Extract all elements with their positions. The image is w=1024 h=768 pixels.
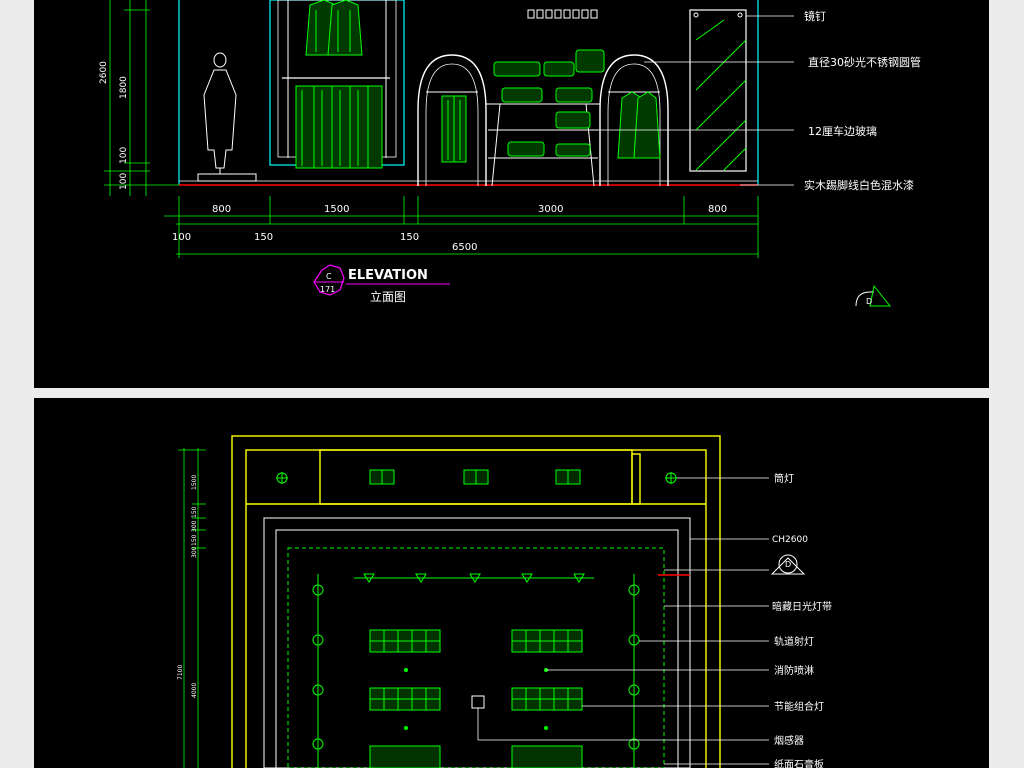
callout-combo-light: 节能组合灯 [774,700,824,713]
tag-letter: C [326,272,332,281]
dim-1800: 1800 [119,76,129,99]
dim-800-right: 800 [708,204,727,215]
plan-dim-300-a: 300 [191,520,198,532]
plan-walls [231,435,721,768]
callout-light-strip: 暗藏日光灯带 [772,600,832,613]
concealed-light-strip [287,547,665,768]
section-letter-plan: D [785,560,791,569]
callout-downlight: 筒灯 [774,472,794,485]
callout-glass: 12厘车边玻璃 [808,124,877,138]
sprinklers [404,668,548,730]
callout-track-spot: 轨道射灯 [774,635,814,648]
dim-2600: 2600 [99,61,109,84]
plan-dim-150-b: 150 [191,534,198,546]
callout-leaders [578,15,794,186]
energy-saving-lights [369,629,583,768]
dim-100-bottom: 100 [172,232,191,243]
garments-arch-right [617,91,661,159]
plan-callout-leaders [477,477,769,765]
elevation-title: ELEVATION [348,268,428,283]
arch-left [417,54,487,186]
elevation-drawing: 镜钉 直径30砂光不锈钢圆管 12厘车边玻璃 实木踢脚线白色混水漆 2600 1… [99,0,921,307]
elevation-panel: 镜钉 直径30砂光不锈钢圆管 12厘车边玻璃 实木踢脚线白色混水漆 2600 1… [34,0,989,388]
ceiling-plan-drawing: D 筒灯 CH2600 暗藏日光灯带 轨道射灯 消防喷淋 节能组合灯 烟感器 纸… [177,435,832,768]
folded-clothes [493,49,605,157]
plan-dim-7100: 7100 [177,665,184,680]
dim-800-left: 800 [212,204,231,215]
dim-total-6500: 6500 [452,242,477,253]
garments-upper [305,0,363,56]
track-spotlights [312,573,640,768]
plan-dim-150-a: 150 [191,506,198,518]
dim-3000: 3000 [538,204,563,215]
callout-mirror-nail: 镜钉 [804,9,826,23]
callout-steel-tube: 直径30砂光不锈钢圆管 [808,55,921,69]
plan-vertical-dimensions [178,448,206,768]
grille-lights-top [369,469,581,485]
dim-150-a: 150 [254,232,273,243]
section-letter-top: D [866,297,872,306]
mannequin [197,52,257,182]
elevation-title-tag [313,264,345,296]
plan-dim-1500: 1500 [191,475,198,490]
ceiling-plan-panel: D 筒灯 CH2600 暗藏日光灯带 轨道射灯 消防喷淋 节能组合灯 烟感器 纸… [34,398,989,768]
plan-dim-300-b: 300 [191,546,198,558]
section-mark-d-plan [770,554,806,575]
callout-ch2600: CH2600 [772,535,808,545]
horizontal-dimensions [164,196,759,258]
callout-baseboard: 实木踢脚线白色混水漆 [804,178,914,192]
smoke-detector [471,695,485,709]
arch-right [599,54,669,186]
garments-lower [295,85,383,169]
callout-smoke-detector: 烟感器 [774,734,804,747]
plan-dim-4000: 4000 [191,683,198,698]
section-mark-d-top [855,284,892,307]
downlight-row [276,472,677,484]
elevation-subtitle: 立面图 [370,289,406,304]
ceiling-panels [263,517,691,768]
dim-100-a: 100 [119,147,129,164]
tag-number: 171 [320,285,335,294]
dim-100-b: 100 [119,173,129,190]
callout-gypsum-board: 纸面石膏板 [774,758,824,768]
callout-sprinkler: 消防喷淋 [774,664,814,677]
dim-1500: 1500 [324,204,349,215]
ceiling-fixtures [527,9,598,19]
dim-150-b: 150 [400,232,419,243]
garments-arch-left [441,95,467,163]
vertical-dimensions [104,0,179,196]
mirror-panel [689,9,747,172]
